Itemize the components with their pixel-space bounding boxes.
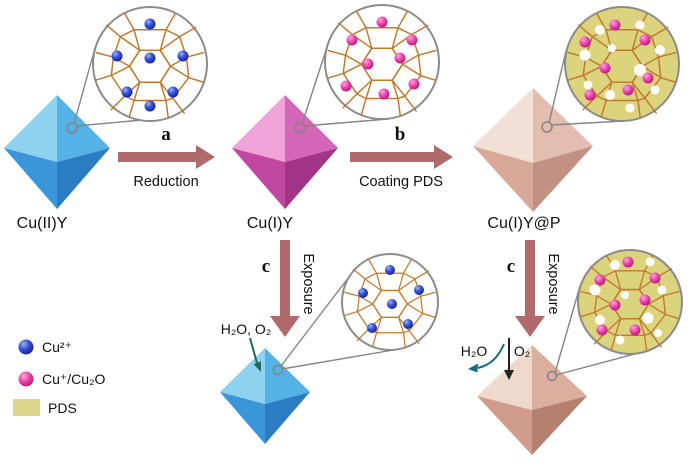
legend-pink-sphere-icon: [18, 371, 34, 387]
legend-label-cu1: Cu⁺/Cu₂O: [42, 371, 106, 387]
arrow-c-right-caption: Exposure: [545, 253, 561, 314]
stage-label-cu1y: Cu(I)Y: [247, 215, 294, 232]
octahedron-cu1yp: [473, 88, 593, 212]
pds-pores: [589, 257, 667, 345]
arrow-b-coating: [350, 145, 453, 169]
arrow-a-letter: a: [161, 124, 171, 145]
cu1-spheres: [579, 19, 654, 101]
inset-cu2y: [92, 6, 208, 122]
octahedron-cu1y: [232, 95, 338, 209]
arrow-b-caption: Coating PDS: [359, 174, 443, 190]
legend-label-cu2: Cu²⁺: [42, 339, 72, 355]
annotation-o2: O₂: [514, 343, 530, 359]
arrow-a-reduction: [118, 145, 215, 169]
connector-cu1y: [294, 43, 389, 134]
inset-cu1yp: [564, 6, 680, 122]
arrow-c-right-exposure: [515, 240, 545, 337]
arrow-c-right-letter: c: [507, 256, 515, 277]
connector-cu1yp: [541, 50, 625, 133]
octahedron-exposed-cu1yp: [477, 345, 587, 455]
annotation-h2o: H₂O: [461, 343, 488, 359]
arrow-c-left-caption: Exposure: [300, 253, 316, 314]
o2-in-arrow: [504, 338, 514, 380]
arrow-b-letter: b: [395, 124, 406, 145]
cu2-spheres: [111, 18, 189, 112]
cu2-spheres: [358, 265, 424, 333]
pds-pores: [579, 20, 665, 113]
inset-cu1y: [324, 4, 440, 120]
legend: Cu²⁺ Cu⁺/Cu₂O PDS: [13, 339, 106, 416]
arrow-a-caption: Reduction: [133, 174, 198, 190]
cu1-spheres: [594, 256, 661, 336]
h2o-out-curved-arrow: [468, 343, 505, 373]
octahedron-regenerated-cu2y: [220, 348, 310, 444]
legend-label-pds: PDS: [48, 400, 77, 416]
h2o-o2-release-arrow: [249, 337, 261, 372]
inset-exposed: [577, 249, 683, 355]
connector-regenerated: [272, 272, 400, 376]
annotation-h2o-o2: H₂O, O₂: [221, 321, 272, 337]
stage-label-cu1yp: Cu(I)Y@P: [487, 215, 560, 232]
connector-exposed: [546, 285, 643, 382]
cu1-spheres: [340, 16, 420, 100]
arrow-c-left-exposure: [270, 240, 300, 337]
stage-label-cu2y: Cu(II)Y: [17, 215, 68, 232]
legend-blue-sphere-icon: [18, 339, 34, 355]
arrow-c-left-letter: c: [262, 256, 270, 277]
legend-pds-swatch: [13, 399, 40, 416]
inset-regenerated: [341, 253, 439, 351]
octahedron-cu2y: [4, 95, 110, 209]
